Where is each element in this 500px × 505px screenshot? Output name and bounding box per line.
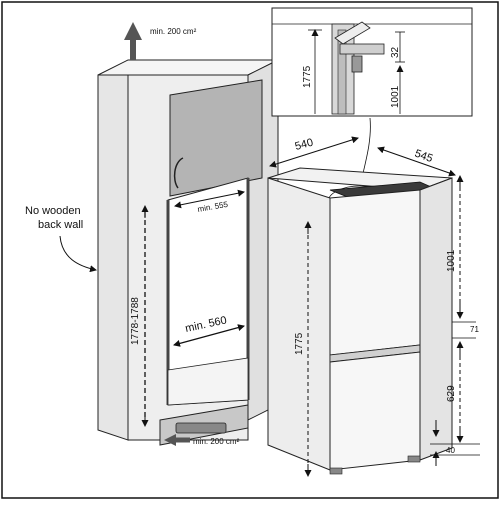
detail-hinge-plate bbox=[339, 43, 385, 55]
fridge-foot-label: 40 bbox=[446, 446, 455, 455]
detail-fridge-inner bbox=[337, 29, 347, 115]
vent-bottom-label: min. 200 cm² bbox=[193, 437, 240, 446]
detail-frame bbox=[271, 7, 473, 117]
cabinet-upper-door bbox=[169, 79, 263, 197]
vent-top-arrow-head bbox=[124, 22, 142, 40]
fridge-side bbox=[267, 177, 331, 471]
fridge-foot-left bbox=[329, 467, 343, 475]
vent-top-label: min. 200 cm² bbox=[150, 27, 197, 36]
cabinet bbox=[97, 59, 279, 446]
door-handle bbox=[173, 157, 184, 189]
vent-bottom-arrow-head bbox=[164, 434, 176, 446]
detail-top-gap-label: 32 bbox=[390, 46, 401, 58]
detail-inset: 32 1001 1775 bbox=[271, 7, 473, 117]
fridge-upper-label: 1001 bbox=[446, 249, 457, 272]
cabinet-left-side bbox=[97, 74, 129, 441]
fridge-foot-right bbox=[407, 455, 421, 463]
niche-width-dim bbox=[173, 324, 245, 347]
niche-floor bbox=[167, 357, 249, 406]
no-back-wall-line2: back wall bbox=[38, 219, 83, 231]
no-back-wall-line1: No wooden bbox=[25, 205, 81, 217]
detail-height-label: 1775 bbox=[302, 65, 313, 88]
fridge-width-dim bbox=[269, 136, 359, 168]
niche-height-label: 1778-1788 bbox=[130, 297, 141, 345]
niche-depth-dim bbox=[174, 189, 245, 209]
fridge-height-label: 1775 bbox=[294, 332, 305, 355]
plinth-vent-grille bbox=[175, 422, 227, 434]
fridge-lower-label: 629 bbox=[446, 385, 457, 402]
fridge bbox=[267, 167, 453, 475]
fridge-depth-dim bbox=[377, 146, 456, 177]
cabinet-top-face bbox=[97, 59, 279, 76]
detail-upper-label: 1001 bbox=[390, 85, 401, 108]
fridge-lower-door bbox=[329, 351, 421, 471]
no-back-wall-pointer bbox=[59, 235, 97, 273]
fridge-gap-label: 71 bbox=[470, 325, 479, 334]
detail-hinge-pin bbox=[351, 55, 363, 73]
fridge-width-label: 540 bbox=[294, 137, 315, 153]
fridge-upper-door bbox=[329, 189, 421, 356]
detail-hinge-bracket bbox=[334, 21, 371, 45]
fridge-right-side bbox=[419, 177, 453, 461]
fridge-depth-label: 545 bbox=[413, 148, 434, 166]
